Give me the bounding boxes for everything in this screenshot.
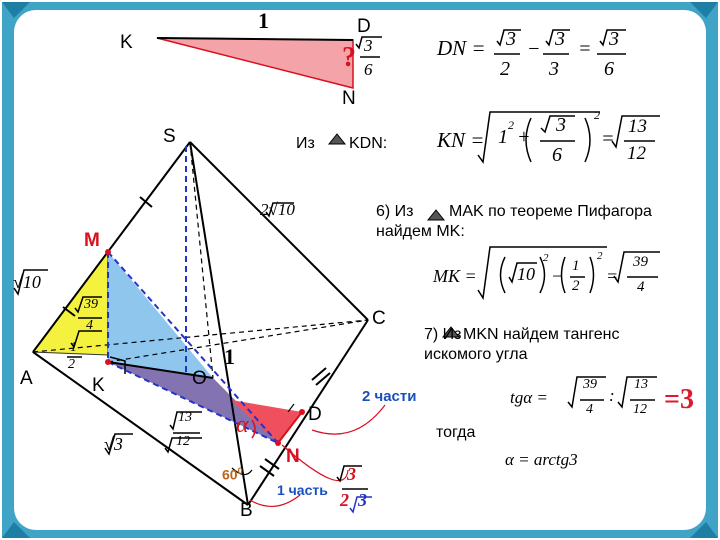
dn-minus: − bbox=[527, 38, 541, 60]
kn-one: 1 bbox=[498, 126, 508, 148]
blue-dashed-lines bbox=[107, 146, 279, 444]
label-s: S bbox=[163, 126, 176, 147]
label-o: O bbox=[192, 368, 207, 389]
points bbox=[105, 249, 305, 446]
label-n-top: N bbox=[342, 88, 356, 109]
kn-sq: 2 bbox=[594, 108, 600, 122]
step7-c: искомого угла bbox=[424, 346, 528, 363]
label-m: M bbox=[84, 230, 100, 251]
arc-b bbox=[249, 494, 301, 507]
formula-strokes bbox=[13, 29, 660, 514]
arc-d bbox=[311, 404, 386, 435]
dn-n1: 3 bbox=[506, 28, 516, 50]
step6-c: найдем MK: bbox=[376, 223, 465, 240]
label-a: A bbox=[20, 368, 33, 389]
mk-n10: 10 bbox=[517, 264, 535, 284]
len-half-d: 2 bbox=[68, 357, 75, 372]
label-k-top: K bbox=[120, 32, 133, 53]
kn-one-sq: 2 bbox=[508, 118, 514, 132]
label-c: C bbox=[372, 308, 386, 329]
right-angle-k bbox=[109, 356, 126, 374]
step7-b: MKN найдем тангенс bbox=[463, 326, 620, 343]
kn-d12: 12 bbox=[627, 143, 646, 164]
then-label: тогда bbox=[436, 424, 476, 441]
kn-d6: 6 bbox=[552, 144, 562, 166]
mk-lhs: MK = bbox=[433, 266, 477, 286]
len-root10-left: √10 bbox=[13, 272, 41, 292]
segment-dn bbox=[277, 411, 303, 444]
pyramid-edges bbox=[32, 141, 369, 506]
len-half-n: 1 bbox=[70, 340, 77, 355]
mk-d4: 4 bbox=[637, 279, 645, 295]
dn-d2: 3 bbox=[549, 58, 559, 80]
one-part-label: 1 часть bbox=[277, 482, 328, 498]
tg-lhs: tgα = bbox=[510, 388, 548, 407]
kn-plus: + bbox=[517, 126, 531, 148]
label-d: D bbox=[308, 404, 322, 425]
dn-lhs: DN = bbox=[437, 36, 486, 60]
two-parts-label: 2 части bbox=[362, 388, 417, 405]
label-d-top: D bbox=[357, 16, 371, 37]
len-2root10-label: 2√10 bbox=[260, 200, 295, 219]
tg-d12: 12 bbox=[633, 402, 647, 417]
label-alpha: α bbox=[236, 412, 249, 438]
label-b: B bbox=[240, 500, 253, 521]
kn-eq: = bbox=[601, 128, 615, 150]
len-d12: 12 bbox=[176, 434, 190, 449]
result-value: =3 bbox=[664, 384, 694, 415]
kn-lhs: KN = bbox=[437, 128, 485, 152]
mk-minus: − bbox=[551, 266, 564, 286]
label-n: N bbox=[286, 446, 300, 467]
dn-d3: 6 bbox=[604, 58, 614, 80]
len-n13: 13 bbox=[178, 410, 192, 425]
right-angle-d bbox=[287, 403, 295, 413]
mk-sq2: 2 bbox=[597, 250, 603, 262]
part-d2: 2 bbox=[340, 490, 349, 510]
top-den-6: 6 bbox=[364, 60, 373, 79]
arc-n-to-b bbox=[281, 444, 349, 481]
part-d3: 3 bbox=[358, 490, 367, 510]
question-mark: ? bbox=[342, 42, 356, 73]
kn-n13: 13 bbox=[628, 116, 647, 137]
dn-n2: 3 bbox=[555, 28, 565, 50]
len-n39: 39 bbox=[84, 297, 98, 312]
mk-half-d: 2 bbox=[572, 278, 580, 294]
mk-half-n: 1 bbox=[572, 258, 580, 274]
angle-60-arc bbox=[231, 467, 253, 476]
len-d4: 4 bbox=[86, 318, 93, 333]
kdn-name: KDN: bbox=[349, 135, 388, 152]
kn-n3: 3 bbox=[556, 114, 566, 136]
tg-n13: 13 bbox=[634, 377, 648, 392]
mk-sq1: 2 bbox=[543, 252, 549, 264]
triangle-glyphs bbox=[327, 133, 461, 338]
mk-eq: = bbox=[606, 266, 619, 286]
step7-a: 7) Из bbox=[424, 326, 462, 343]
mk-n39: 39 bbox=[633, 254, 648, 270]
part-n3: 3 bbox=[347, 464, 356, 484]
step6-a: 6) Из bbox=[376, 203, 414, 220]
dn-d1: 2 bbox=[500, 58, 510, 80]
label-one-mid: 1 bbox=[224, 344, 235, 369]
dn-n3: 3 bbox=[609, 28, 619, 50]
label-one-top: 1 bbox=[258, 8, 269, 33]
label-sixty: 600 bbox=[222, 466, 243, 483]
alpha-equation: α = arctg3 bbox=[505, 450, 578, 469]
step6-b: MAK по теореме Пифагора bbox=[449, 203, 652, 220]
tg-d4: 4 bbox=[586, 402, 593, 417]
angle-alpha-arc bbox=[251, 419, 256, 439]
dn-eq: = bbox=[578, 38, 592, 60]
tg-colon: : bbox=[609, 386, 615, 405]
hidden-edges bbox=[32, 141, 369, 379]
tg-n39: 39 bbox=[583, 377, 597, 392]
tick-marks bbox=[62, 196, 331, 477]
len-root3: √3 bbox=[104, 434, 123, 454]
from-kdn-label: Из bbox=[296, 135, 315, 152]
top-num-3: 3 bbox=[364, 36, 373, 55]
label-k: K bbox=[92, 375, 105, 396]
